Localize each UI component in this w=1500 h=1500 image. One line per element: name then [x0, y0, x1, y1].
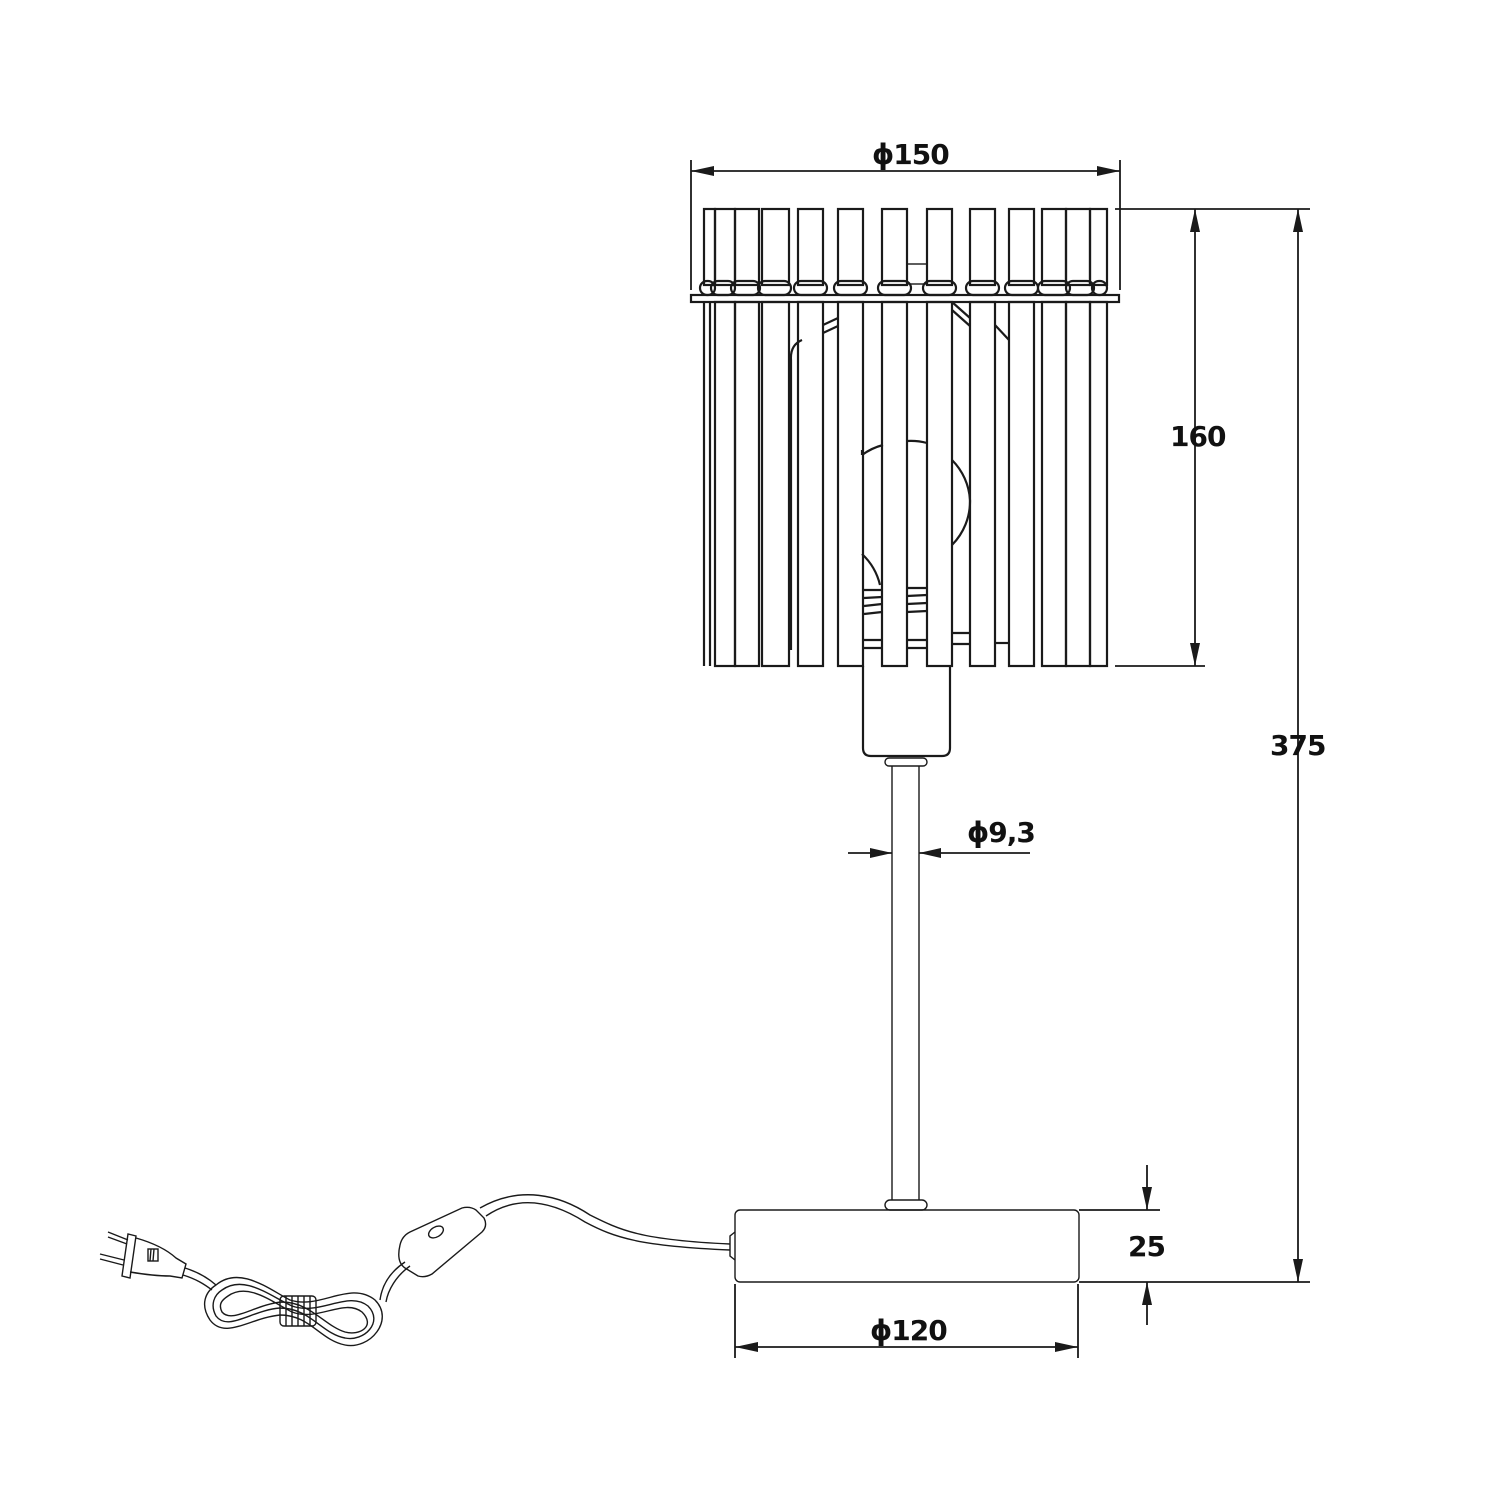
label-rod-diameter: ϕ9,3	[967, 816, 1036, 849]
dimension-base-height	[1079, 1165, 1160, 1325]
shade	[689, 207, 1121, 668]
dimension-rod-diameter	[848, 848, 1030, 858]
shade-top-cap	[906, 263, 928, 285]
dimension-base-diameter	[734, 1284, 1079, 1358]
coil-wrap	[279, 1295, 317, 1327]
base	[734, 1209, 1080, 1283]
dimension-shade-diameter	[690, 160, 1121, 290]
lamp-socket	[861, 666, 952, 758]
dimension-total-height	[1079, 209, 1310, 1283]
label-base-height: 25	[1128, 1230, 1166, 1263]
label-base-diameter: ϕ120	[870, 1314, 948, 1347]
rod-bottom-collar	[884, 1199, 928, 1211]
inline-switch	[398, 1206, 487, 1278]
label-total-height: 375	[1270, 729, 1326, 762]
switch-toggle	[427, 1225, 445, 1239]
socket-threads	[863, 586, 1009, 650]
shade-beads	[698, 279, 1109, 297]
rod	[891, 766, 920, 1200]
shade-rods-upper	[702, 207, 1109, 287]
label-shade-diameter: ϕ150	[872, 138, 950, 171]
label-shade-height: 160	[1170, 420, 1226, 453]
plug-icon	[99, 1231, 187, 1279]
bulb-icon	[789, 301, 1010, 650]
power-cord	[182, 1194, 731, 1347]
cord-grommet	[729, 1231, 736, 1261]
shade-rods-lower	[702, 300, 1109, 668]
rod-top-collar	[884, 757, 928, 767]
dimension-shade-height	[1115, 208, 1310, 667]
